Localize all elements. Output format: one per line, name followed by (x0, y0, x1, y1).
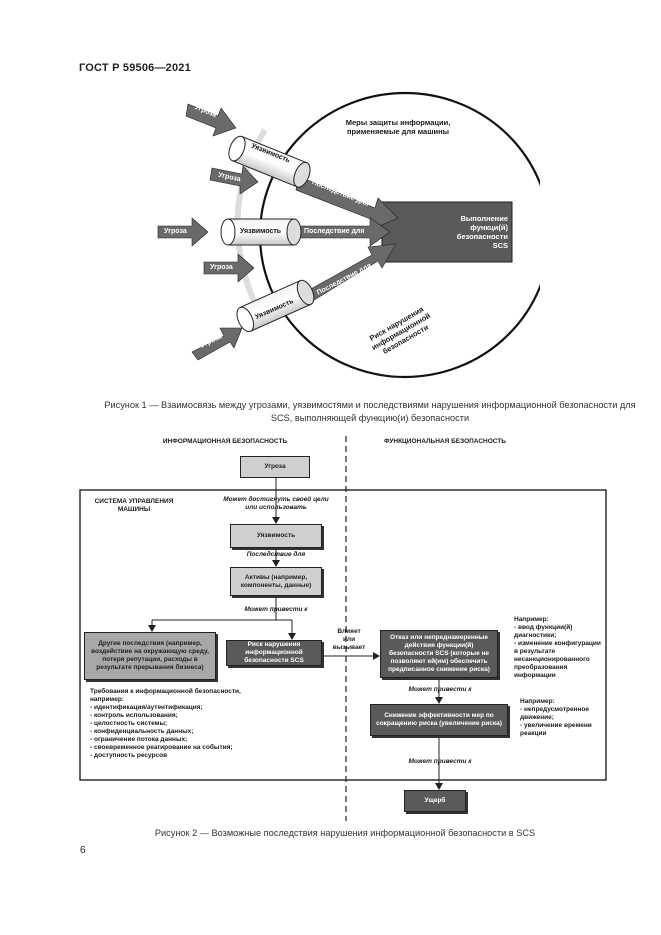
left-heading: ИНФОРМАЦИОННАЯ БЕЗОПАСНОСТЬ (162, 438, 288, 445)
threat-arrow-5 (191, 327, 243, 361)
requirements-title: Требования к информационной безопасности… (90, 688, 241, 703)
threat-label-3: Угроза (164, 228, 187, 235)
consequence-arrow-middle (289, 217, 391, 247)
vulnerability-box: Уязвимость (230, 524, 322, 548)
example-1-title: Например: (514, 616, 549, 623)
example-1-item: - ввод функции(й) диагностики; (514, 624, 573, 639)
may-lead-label-2: Может привести к (408, 686, 472, 693)
other-consequences-box: Другие последствия (например, воздействи… (84, 632, 216, 680)
vulnerability-cylinder-top (228, 135, 311, 188)
figure-1-caption: Рисунок 1 — Взаимосвязь между угрозами, … (104, 400, 636, 423)
threat-box: Угроза (240, 456, 310, 478)
may-lead-label-1: Может привести к (244, 606, 308, 613)
consequence-for-label: Последствие для (246, 551, 306, 558)
vulnerability-cylinder-bottom (236, 279, 315, 333)
system-label: СИСТЕМА УПРАВЛЕНИЯ МАШИНЫ (94, 498, 174, 513)
figure-1-diagram: Меры защиты информации, применяемые для … (150, 90, 552, 390)
reduction-box: Снижение эффективности мер по сокращению… (370, 704, 508, 736)
figure-2-diagram: ИНФОРМАЦИОННАЯ БЕЗОПАСНОСТЬ ФУНКЦИОНАЛЬН… (70, 436, 630, 821)
example-2-item: - увеличение времени реакции (520, 722, 592, 737)
example-2-title: Например: (520, 698, 555, 705)
requirements-list: Требования к информационной безопасности… (90, 688, 270, 760)
document-header: ГОСТ Р 59506—2021 (79, 62, 191, 74)
example-1: Например: - ввод функции(й) диагностики;… (514, 616, 602, 680)
requirement-item: - контроль использования; (90, 712, 178, 719)
unintended-box: Отказ или непреднамеренные действия функ… (380, 630, 498, 678)
example-2-item: - непредусмотренное движение; (520, 706, 590, 721)
threat-arrow-1 (185, 103, 237, 137)
figure-2-caption: Рисунок 2 — Возможные последствия наруше… (154, 828, 536, 838)
requirement-item: - конфиденциальность данных; (90, 728, 194, 735)
harm-box: Ущерб (404, 790, 466, 812)
threat-arrow-4 (203, 253, 255, 283)
figure-1-graphic (157, 91, 552, 379)
requirement-item: - целостность системы; (90, 720, 168, 727)
risk-box: Риск нарушения информационной безопаснос… (226, 640, 322, 666)
may-lead-label-3: Может привести к (408, 758, 472, 765)
right-heading: ФУНКЦИОНАЛЬНАЯ БЕЗОПАСНОСТЬ (384, 438, 506, 445)
figure-2-connectors (79, 436, 607, 821)
requirement-item: - своевременное реагирование на события; (90, 744, 233, 751)
measures-label: Меры защиты информации, применяемые для … (345, 118, 451, 136)
consequence-label-2: Последствие для (304, 228, 365, 235)
function-label: Выполнение функци(й) безопасности SCS (456, 214, 508, 250)
consequence-arrow-bottom (299, 243, 397, 306)
threat-label-4: Угроза (210, 264, 233, 271)
requirement-item: - доступность ресурсов (90, 752, 168, 759)
threat-arrow-3 (157, 217, 209, 247)
requirement-item: - ограничение потока данных; (90, 736, 188, 743)
vulnerability-cylinder-middle (220, 218, 302, 246)
example-1-item: - изменение конфигурации в результате не… (514, 640, 601, 679)
requirement-item: - идентификация/аутентификация; (90, 704, 203, 711)
may-reach-label: Может достигнуть своей цели или использо… (223, 496, 329, 511)
consequence-arrow-top (295, 175, 399, 231)
page-number: 6 (80, 845, 86, 856)
threat-arrow-2 (209, 165, 259, 195)
influences-label: Влияет или вызывает (332, 628, 366, 651)
example-2: Например: - непредусмотренное движение; … (520, 698, 606, 738)
function-box (381, 201, 513, 263)
vulnerability-label-2: Уязвимость (240, 228, 282, 235)
assets-box: Активы (например, компоненты, данные) (230, 567, 322, 596)
